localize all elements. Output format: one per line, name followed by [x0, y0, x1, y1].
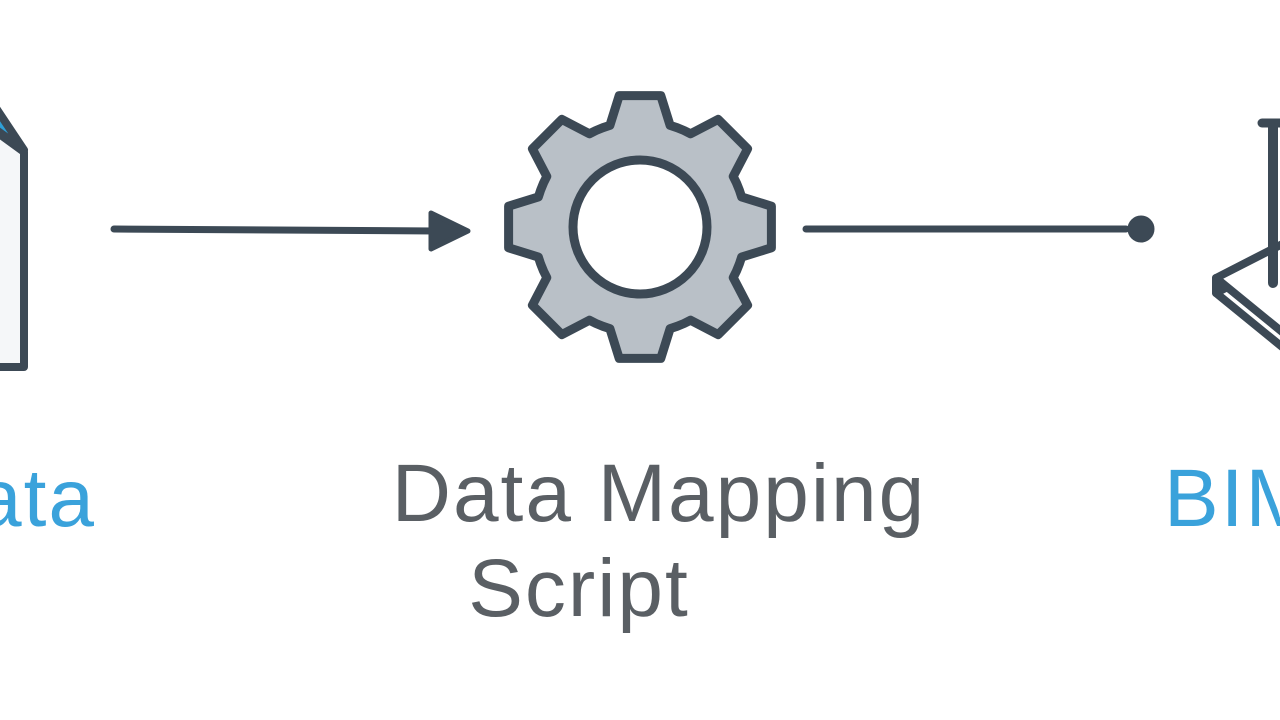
gear-icon: [504, 91, 776, 363]
process-label-line2: Script: [468, 543, 690, 634]
box-front-face: [0, 129, 28, 371]
box-icon: [0, 106, 28, 371]
source-label: ata: [0, 453, 96, 544]
dot-connector: [802, 215, 1155, 243]
target-label: BIM: [1164, 453, 1280, 544]
platform-icon: [1212, 118, 1280, 351]
arrow-connector: [110, 210, 471, 252]
dot-endpoint-icon: [1127, 215, 1155, 243]
arrowhead-icon: [428, 210, 471, 252]
arrow-shaft: [110, 225, 440, 235]
box-top-face: [0, 106, 28, 154]
gear-hole: [568, 155, 712, 299]
process-label-line1: Data Mapping: [391, 448, 927, 539]
